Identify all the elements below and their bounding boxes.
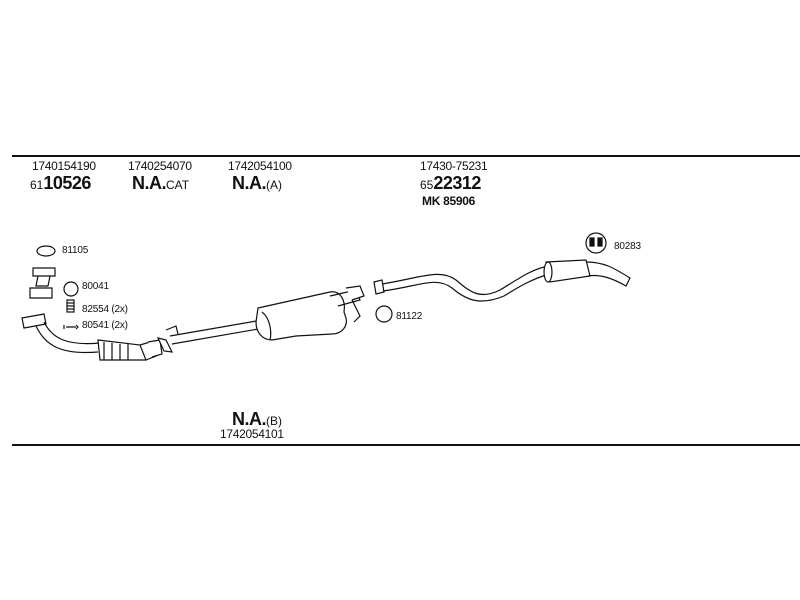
manifold-flange-icon xyxy=(32,267,56,287)
ring-80041-icon xyxy=(63,281,79,297)
part-80041-label: 80041 xyxy=(82,281,109,292)
part-80541-label: 80541 (2x) xyxy=(82,320,128,331)
col4-extra: MK 85906 xyxy=(422,194,475,208)
ring-81122-icon xyxy=(375,305,393,323)
part-82554-label: 82554 (2x) xyxy=(82,304,128,315)
col2-suffix: CAT xyxy=(166,178,190,192)
part-81122-label: 81122 xyxy=(396,311,423,322)
col1-main: 10526 xyxy=(43,173,91,193)
rubber-hanger-icon xyxy=(585,232,607,254)
col2-number: N.A.CAT xyxy=(132,174,189,193)
col1-prefix: 61 xyxy=(30,178,44,192)
front-pipe-icon xyxy=(21,313,47,329)
center-pipe-icon xyxy=(156,337,174,353)
bottom-main: N.A. xyxy=(232,409,267,429)
col2-main: N.A. xyxy=(132,173,167,193)
col1-number: 6110526 xyxy=(30,174,91,193)
col3-code: 1742054100 xyxy=(228,159,292,173)
col3-main: N.A. xyxy=(232,173,267,193)
bottom-number: N.A.(B) xyxy=(232,410,282,429)
rear-pipe-icon xyxy=(373,279,385,295)
rear-muffler-icon xyxy=(545,259,591,283)
col1-code: 1740154190 xyxy=(32,159,96,173)
tailpipe-icon xyxy=(585,261,631,287)
bolt-80541-icon xyxy=(63,324,79,330)
top-rule xyxy=(12,155,800,157)
part-80283-label: 80283 xyxy=(614,241,641,252)
part-81105-label: 81105 xyxy=(62,245,89,256)
col2-code: 1740254070 xyxy=(128,159,192,173)
catalytic-converter-icon xyxy=(97,339,147,361)
col4-main: 22312 xyxy=(433,173,481,193)
col4-number: 6522312 xyxy=(420,174,481,193)
bottom-code: 1742054101 xyxy=(220,427,284,441)
col3-number: N.A.(A) xyxy=(232,174,282,193)
col3-suffix: (A) xyxy=(266,178,282,192)
bottom-suffix: (B) xyxy=(266,414,282,428)
bottom-rule xyxy=(12,444,800,446)
col4-prefix: 65 xyxy=(420,178,434,192)
col4-code: 17430-75231 xyxy=(420,159,488,173)
gasket-ring-icon xyxy=(36,245,56,257)
middle-muffler-icon xyxy=(255,291,347,341)
